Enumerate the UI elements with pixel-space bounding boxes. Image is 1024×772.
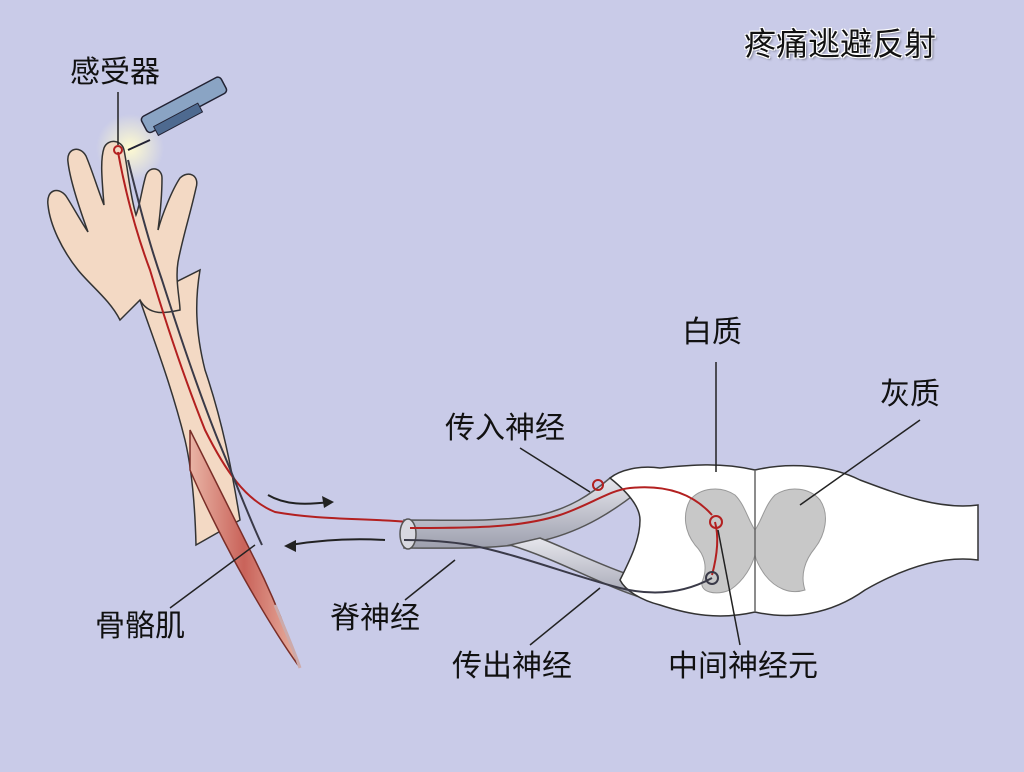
label-efferent-nerve: 传出神经 (452, 649, 572, 684)
interneuron-cell-body (709, 515, 723, 529)
leader-skeletal-muscle (169, 544, 256, 609)
label-receptor: 感受器 (70, 55, 160, 90)
leader-afferent-nerve (519, 447, 591, 493)
diagram-title: 疼痛逃避反射 (744, 25, 937, 63)
leader-gray-matter (799, 419, 921, 506)
leader-efferent-nerve (529, 587, 601, 646)
motor-neuron-cell-body (705, 571, 719, 585)
afferent-arrowhead (322, 496, 334, 508)
efferent-arrowhead (284, 540, 296, 552)
arm-nerve-afferent (117, 151, 411, 523)
afferent-arrow (267, 494, 331, 505)
label-interneuron: 中间神经元 (668, 649, 818, 684)
label-gray-matter: 灰质 (880, 377, 940, 412)
efferent-pathway (403, 539, 713, 594)
skeletal-muscle-shape (189, 429, 299, 666)
label-afferent-nerve: 传入神经 (445, 411, 565, 446)
spinal-nerve-trunk (403, 477, 642, 549)
label-white-matter: 白质 (682, 315, 742, 350)
spinal-nerve-cut-end (399, 518, 417, 550)
efferent-arrow (289, 538, 386, 546)
afferent-ganglion (592, 479, 604, 491)
muscle-tendon (273, 604, 302, 669)
arm-nerve-efferent (127, 159, 263, 546)
hand (47, 140, 198, 322)
arm (139, 268, 241, 547)
leader-interneuron (717, 529, 741, 646)
receptor-ending (113, 145, 123, 155)
needle (127, 76, 228, 151)
afferent-pathway (409, 486, 713, 529)
label-skeletal-muscle: 骨骼肌 (95, 609, 185, 644)
leader-spinal-nerve (404, 559, 456, 601)
label-spinal-nerve: 脊神经 (330, 601, 420, 636)
